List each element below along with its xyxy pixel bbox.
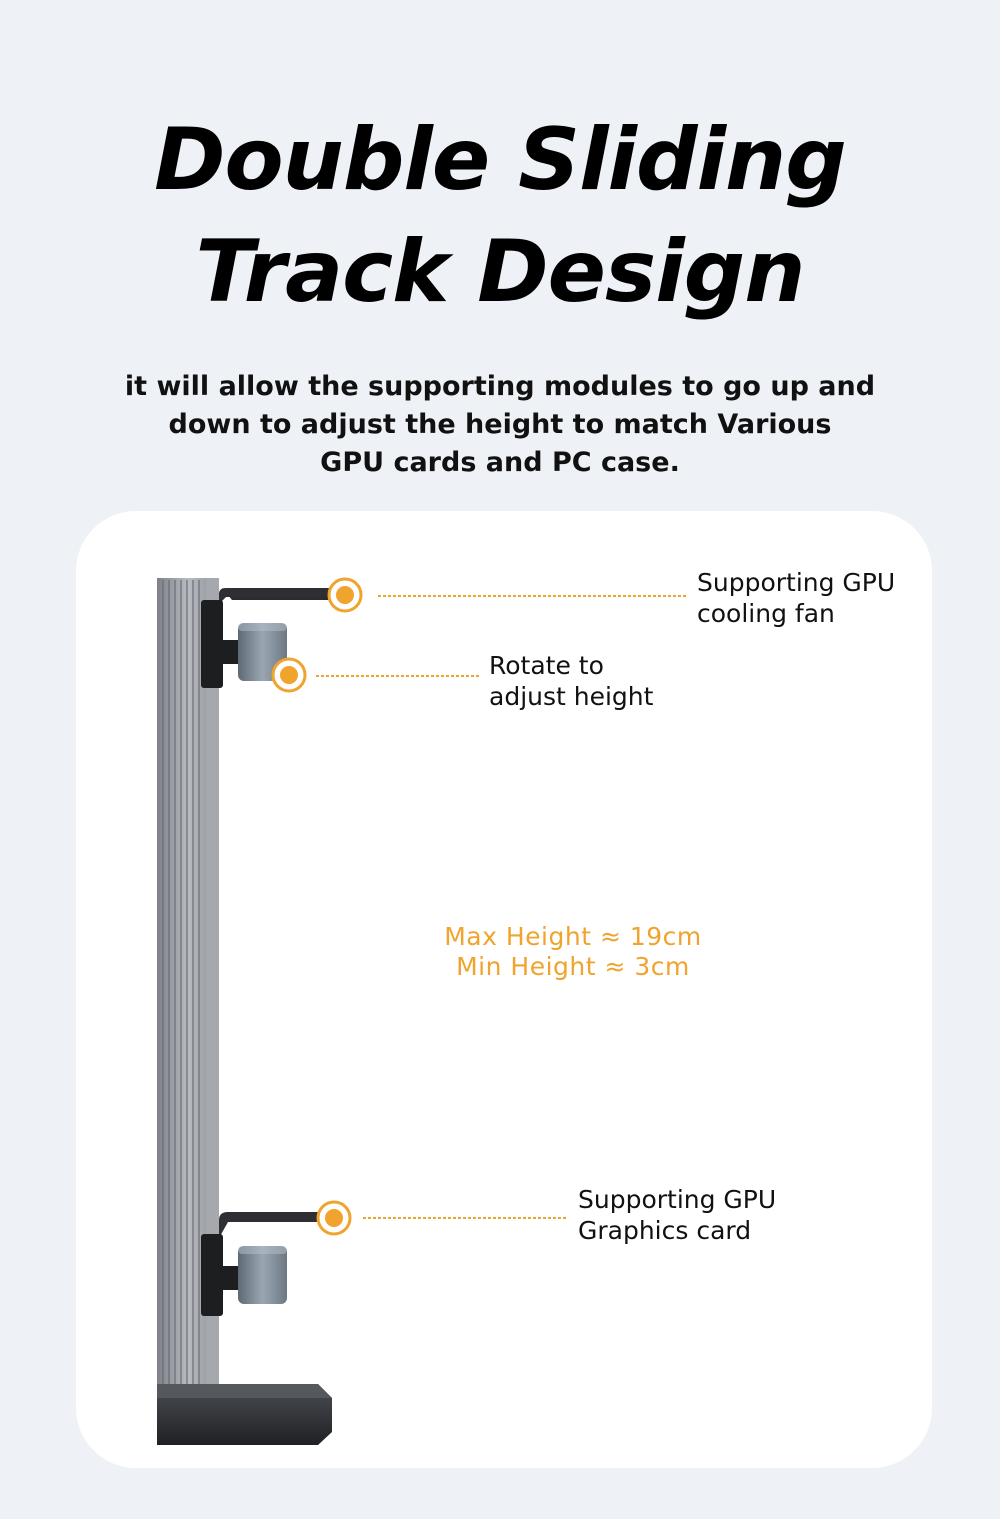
stand-base bbox=[157, 1384, 332, 1445]
card-callout-line1: Supporting GPU bbox=[578, 1185, 777, 1214]
rotate-callout-marker bbox=[271, 657, 479, 693]
fan-callout-marker bbox=[327, 577, 686, 613]
subtitle-line2: down to adjust the height to match Vario… bbox=[168, 409, 832, 440]
card-callout-line2: Graphics card bbox=[578, 1216, 752, 1245]
max-height-spec: Max Height ≈ 19cm bbox=[444, 922, 702, 951]
rotate-callout-line1: Rotate to bbox=[489, 651, 604, 680]
subtitle-line1: it will allow the supporting modules to … bbox=[124, 371, 876, 402]
card-callout-marker bbox=[316, 1200, 567, 1236]
min-height-spec: Min Height ≈ 3cm bbox=[456, 952, 690, 981]
fan-callout-label: Supporting GPU cooling fan bbox=[697, 567, 895, 629]
card-callout-label: Supporting GPU Graphics card bbox=[578, 1184, 776, 1246]
fan-callout-line1: Supporting GPU bbox=[697, 568, 896, 597]
rotate-callout-line2: adjust height bbox=[489, 682, 654, 711]
aluminium-rail bbox=[157, 578, 219, 1398]
top-slider-module bbox=[201, 588, 338, 688]
bottom-slider-module bbox=[201, 1212, 325, 1316]
rotate-callout-label: Rotate to adjust height bbox=[489, 650, 653, 712]
subtitle-line3: GPU cards and PC case. bbox=[320, 447, 680, 478]
fan-callout-line2: cooling fan bbox=[697, 599, 835, 628]
page-title-line1: Double Sliding bbox=[154, 110, 847, 210]
page-title-line2: Track Design bbox=[195, 222, 806, 322]
page-subtitle: it will allow the supporting modules to … bbox=[0, 368, 1000, 482]
